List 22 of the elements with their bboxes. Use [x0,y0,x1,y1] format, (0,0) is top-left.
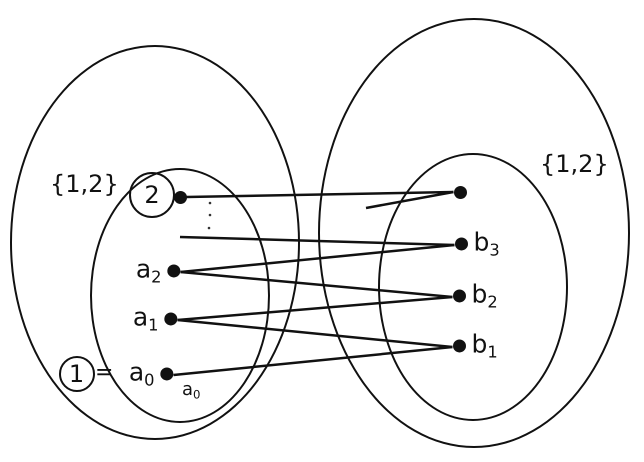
point-label: b$_{1}$ [472,331,498,361]
connecting-line [173,346,453,376]
point-dot [174,190,186,204]
circled-number: 1 [58,356,94,392]
point-dot [454,186,466,198]
connecting-line [180,244,455,274]
crossed-label: a$_{0}$ [182,381,200,402]
connecting-line [180,270,453,298]
set-label: {1,2} [540,152,609,176]
connecting-line [180,236,455,246]
point-label: b$_{3}$ [474,229,500,259]
connecting-line [177,296,453,322]
set-label: {1,2} [50,172,119,196]
point-label: a$_{0}$ [128,359,154,389]
connecting-line [366,190,454,210]
point-label: a$_{2}$ [136,256,162,286]
point-label: b$_{2}$ [472,281,498,311]
set-ellipse [10,45,300,440]
circled-number: 2 [129,172,175,218]
set-ellipse [318,18,630,448]
connecting-line [177,318,453,348]
point-label: a$_{1}$ [132,304,158,334]
